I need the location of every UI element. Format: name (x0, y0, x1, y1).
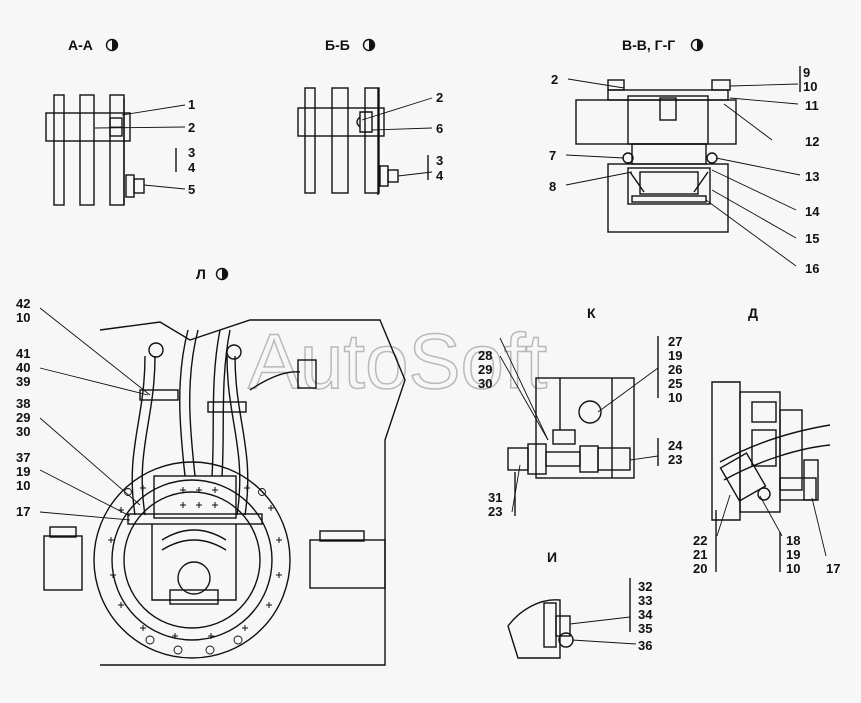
callout-26: 26 (668, 362, 682, 377)
callout-29: 29 (16, 410, 30, 425)
callout-14: 14 (805, 204, 820, 219)
callout-24: 24 (668, 438, 683, 453)
callout-19: 19 (668, 348, 682, 363)
rotation-icon (105, 38, 119, 52)
view-k-title: К (587, 305, 596, 321)
callout-2: 2 (188, 120, 195, 135)
callout-20: 20 (693, 561, 707, 576)
callout-2: 2 (436, 90, 443, 105)
callout-28: 28 (478, 348, 492, 363)
callout-13: 13 (805, 169, 819, 184)
callout-42: 42 (16, 296, 30, 311)
callout-41: 41 (16, 346, 30, 361)
upper-frame (575, 99, 737, 145)
washer (125, 174, 135, 198)
callout-25: 25 (668, 376, 682, 391)
pin (45, 112, 131, 142)
right-block (309, 539, 386, 589)
callout-39: 39 (16, 374, 30, 389)
view-bb: Б-Б 2 6 3 4 (297, 37, 444, 195)
rotation-icon (362, 38, 376, 52)
bracket (535, 377, 635, 479)
callout-9: 9 (803, 65, 810, 80)
callout-10: 10 (16, 310, 30, 325)
callout-23: 23 (488, 504, 502, 519)
callout-3: 3 (188, 145, 195, 160)
view-i: И 32 33 34 35 36 (507, 549, 653, 659)
callout-19: 19 (16, 464, 30, 479)
callout-19: 19 (786, 547, 800, 562)
plate-left (53, 94, 65, 206)
clamp (719, 452, 767, 502)
callout-40: 40 (16, 360, 30, 375)
callout-4: 4 (188, 160, 196, 175)
callout-12: 12 (805, 134, 819, 149)
rotation-icon (690, 38, 704, 52)
bolt (555, 615, 571, 637)
callout-4: 4 (436, 168, 444, 183)
view-aa-title: А-А (68, 37, 93, 53)
callout-10: 10 (16, 478, 30, 493)
view-vg-title: В-В, Г-Г (622, 37, 675, 53)
callout-30: 30 (16, 424, 30, 439)
callout-33: 33 (638, 593, 652, 608)
view-l-title: Л (196, 266, 206, 282)
callout-38: 38 (16, 396, 30, 411)
callout-10: 10 (803, 79, 817, 94)
housing (739, 391, 781, 513)
callout-11: 11 (805, 98, 819, 113)
view-k: К 28 29 30 27 19 26 25 10 24 23 31 23 (478, 305, 683, 519)
callout-22: 22 (693, 533, 707, 548)
callout-8: 8 (549, 179, 556, 194)
callout-17: 17 (16, 504, 30, 519)
callout-17: 17 (826, 561, 840, 576)
callout-2: 2 (551, 72, 558, 87)
callout-15: 15 (805, 231, 819, 246)
callout-21: 21 (693, 547, 707, 562)
callout-27: 27 (668, 334, 682, 349)
fitting-bolt (578, 400, 602, 424)
callout-7: 7 (549, 148, 556, 163)
callout-34: 34 (638, 607, 653, 622)
view-d: Д 22 21 20 18 19 10 17 (693, 305, 840, 576)
callout-5: 5 (188, 182, 195, 197)
view-d-title: Д (748, 305, 758, 321)
callout-6: 6 (436, 121, 443, 136)
left-block (43, 535, 83, 591)
callout-32: 32 (638, 579, 652, 594)
view-aa: А-А 1 2 3 4 5 (45, 37, 196, 206)
callout-35: 35 (638, 621, 652, 636)
bolt-head (133, 178, 145, 194)
view-i-title: И (547, 549, 557, 565)
valve-body (151, 524, 237, 601)
plate-right (109, 94, 125, 206)
callout-36: 36 (638, 638, 652, 653)
callout-18: 18 (786, 533, 800, 548)
callout-23: 23 (668, 452, 682, 467)
plate-middle (79, 94, 95, 206)
callout-31: 31 (488, 490, 502, 505)
view-bb-title: Б-Б (325, 37, 350, 53)
view-vg: В-В, Г-Г 2 9 10 11 12 7 8 13 14 (549, 37, 820, 276)
callout-1: 1 (188, 97, 195, 112)
flange-outer (93, 461, 291, 659)
callout-10: 10 (786, 561, 800, 576)
view-l: Л (16, 266, 406, 666)
callout-16: 16 (805, 261, 819, 276)
callout-37: 37 (16, 450, 30, 465)
callout-29: 29 (478, 362, 492, 377)
rotation-icon (215, 267, 229, 281)
lower-housing (607, 163, 729, 233)
callout-30: 30 (478, 376, 492, 391)
callout-10: 10 (668, 390, 682, 405)
callout-3: 3 (436, 153, 443, 168)
pin (297, 107, 385, 137)
